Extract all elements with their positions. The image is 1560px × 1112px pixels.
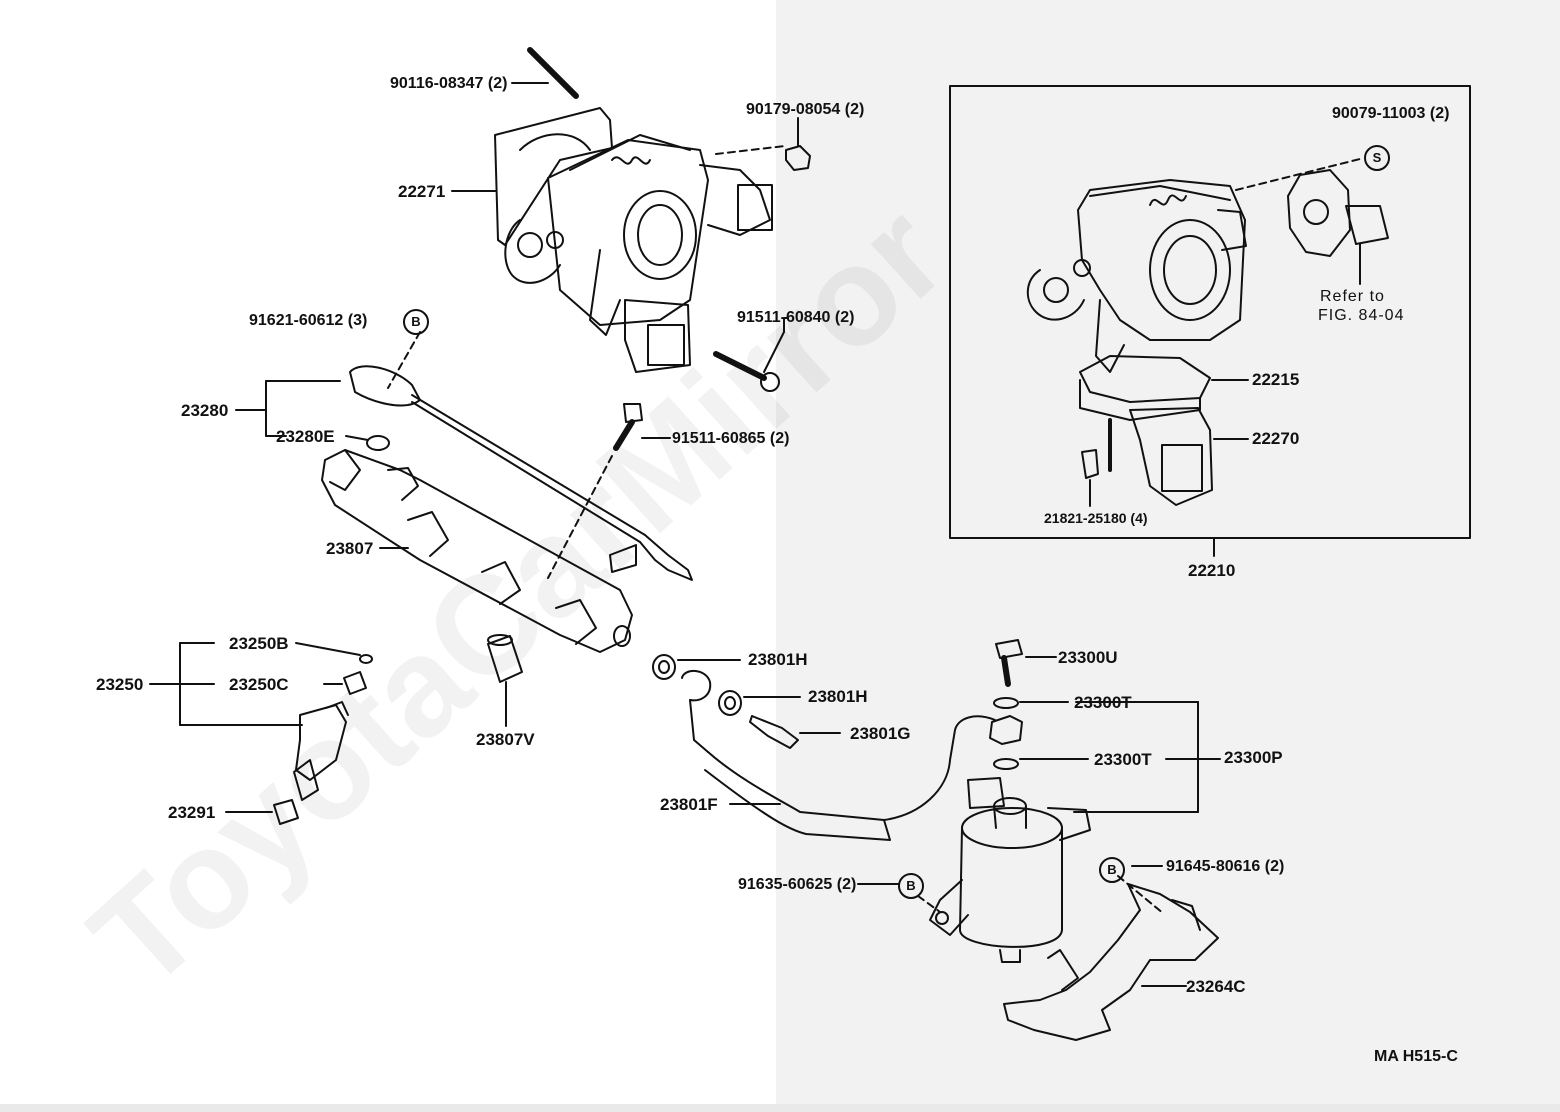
throttle-body-22210-inset — [1026, 157, 1365, 507]
label-22215: 22215 — [1252, 370, 1300, 389]
background-right-panel — [776, 0, 1560, 1104]
label-23250: 23250 — [96, 675, 144, 694]
label-90179-08054: 90179-08054 (2) — [746, 101, 865, 118]
label-23280E: 23280E — [276, 427, 335, 446]
label-23300U: 23300U — [1058, 648, 1118, 667]
refer-note-line1: Refer to — [1320, 288, 1385, 305]
label-23801H-1: 23801H — [748, 650, 808, 669]
label-23250B: 23250B — [229, 634, 289, 653]
background-bottom-strip — [0, 1104, 1560, 1112]
bolt-91511-60865 — [547, 403, 671, 579]
injector-group-23250 — [149, 642, 373, 825]
label-91511-60865: 91511-60865 (2) — [672, 430, 790, 447]
throttle-body-22271 — [494, 107, 786, 373]
label-23300T-2: 23300T — [1094, 750, 1152, 769]
marker-b-2: B — [898, 873, 924, 899]
label-23280: 23280 — [181, 401, 229, 420]
label-22271: 22271 — [398, 182, 446, 201]
nut-90179 — [785, 117, 811, 171]
label-23300T-1: 23300T — [1074, 693, 1132, 712]
bolt-91511-60840 — [713, 317, 789, 392]
label-91511-60840: 91511-60840 (2) — [737, 309, 855, 326]
damper-23807V — [487, 634, 523, 727]
refer-note-line2: FIG. 84-04 — [1318, 307, 1405, 324]
assembly-inset-box — [949, 85, 1471, 539]
label-23801G: 23801G — [850, 724, 911, 743]
label-22210: 22210 — [1188, 561, 1236, 580]
delivery-pipe-23280 — [235, 331, 693, 581]
union-fitting-23801 — [652, 654, 996, 841]
background-left-panel — [0, 0, 776, 1104]
label-21821-25180: 21821-25180 (4) — [1044, 510, 1148, 526]
label-22270: 22270 — [1252, 429, 1300, 448]
label-23250C: 23250C — [229, 675, 289, 694]
label-90116-08347: 90116-08347 (2) — [390, 75, 508, 92]
label-91635-60625: 91635-60625 (2) — [738, 876, 857, 893]
label-91645-80616: 91645-80616 (2) — [1166, 858, 1285, 875]
stud-90116 — [511, 47, 579, 99]
label-23807V: 23807V — [476, 730, 535, 749]
pressure-regulator-23300P — [929, 639, 1221, 963]
label-23264C: 23264C — [1186, 977, 1246, 996]
label-23801F: 23801F — [660, 795, 718, 814]
label-23291: 23291 — [168, 803, 216, 822]
label-91621-60612: 91621-60612 (3) — [249, 312, 368, 329]
marker-b-1: B — [403, 309, 429, 335]
marker-b-3: B — [1099, 857, 1125, 883]
label-23807: 23807 — [326, 539, 374, 558]
label-23300P: 23300P — [1224, 748, 1283, 767]
figure-code: MA H515-C — [1374, 1048, 1458, 1065]
label-23801H-2: 23801H — [808, 687, 868, 706]
throttle-position-sensor — [1287, 169, 1389, 285]
bracket-23264C — [857, 865, 1219, 1041]
fuel-rail-23807 — [321, 449, 633, 653]
label-90079-11003: 90079-11003 (2) — [1332, 105, 1450, 122]
marker-s: S — [1364, 145, 1390, 171]
